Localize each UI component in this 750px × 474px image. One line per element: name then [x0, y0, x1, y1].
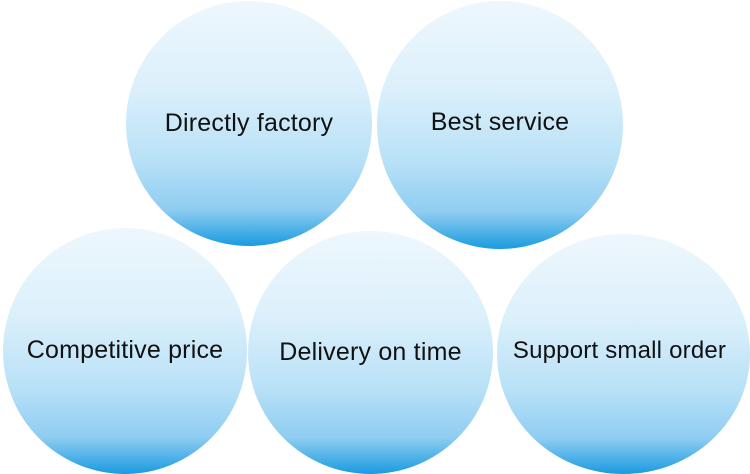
bubble-delivery-on-time: Delivery on time: [248, 231, 493, 474]
bubble-competitive-price: Competitive price: [3, 228, 247, 474]
bubble-support-small-order: Support small order: [497, 234, 750, 474]
bubble-label: Directly factory: [164, 109, 334, 137]
bubble-best-service: Best service: [377, 1, 623, 249]
bubble-label: Support small order: [512, 337, 727, 364]
bubble-directly-factory: Directly factory: [126, 1, 372, 246]
bubble-label: Competitive price: [26, 335, 224, 364]
bubble-label: Delivery on time: [279, 338, 462, 366]
bubble-label: Best service: [430, 107, 570, 136]
